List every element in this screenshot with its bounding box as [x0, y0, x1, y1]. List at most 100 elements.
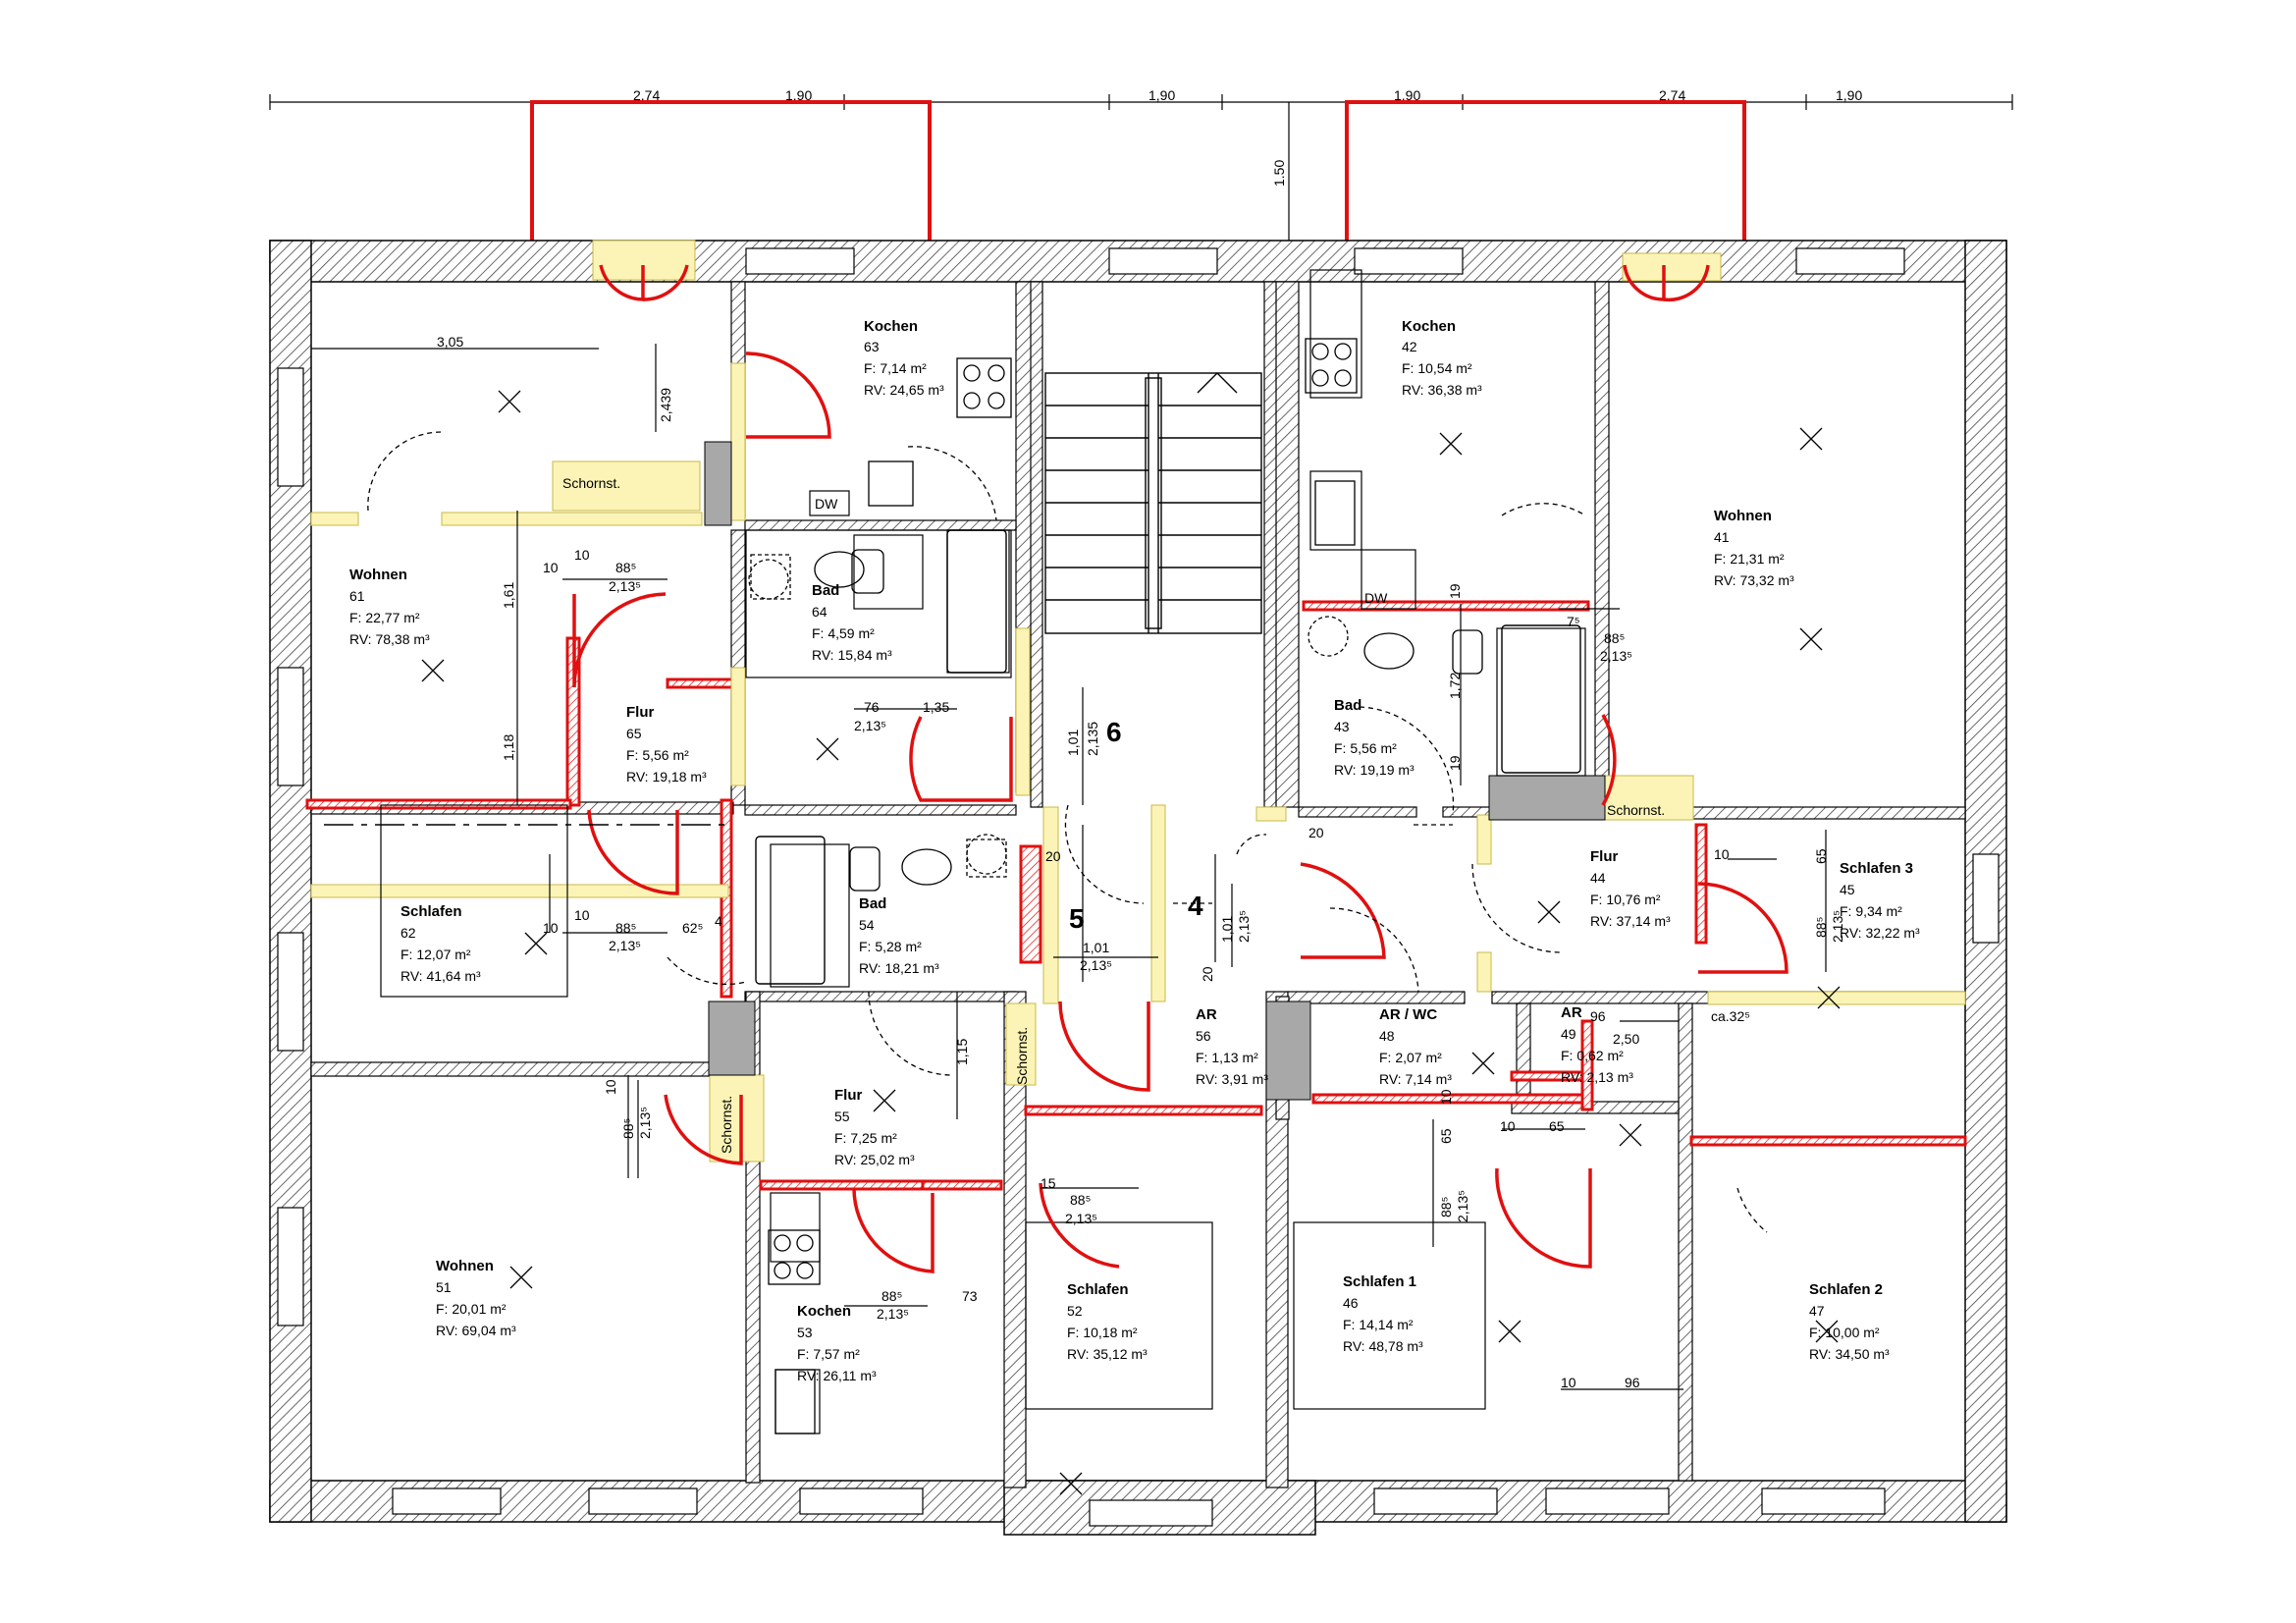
- dim-label: 2,13⁵: [877, 1306, 909, 1322]
- room-area: F: 2,07 m²: [1379, 1050, 1442, 1065]
- dim-top-1: 2,74: [633, 87, 660, 103]
- dim-label: 2,13⁵: [609, 578, 641, 594]
- dim-top-3: 1,90: [1148, 87, 1175, 103]
- room-name: Flur: [1590, 848, 1618, 865]
- stair-number-5: 5: [1069, 903, 1085, 934]
- dim-label: 62⁵: [682, 920, 703, 936]
- room-area: F: 20,01 m²: [436, 1301, 507, 1317]
- room-volume: RV: 48,78 m³: [1343, 1338, 1423, 1354]
- room-name: Kochen: [864, 318, 918, 335]
- room-volume: RV: 69,04 m³: [436, 1323, 516, 1338]
- room-volume: RV: 36,38 m³: [1402, 382, 1482, 398]
- chimney-tag: Schornst.: [1014, 1027, 1030, 1085]
- dimension-lines: [311, 344, 1827, 1390]
- room-number: 53: [797, 1325, 813, 1340]
- dim-label: 2,13⁵: [609, 938, 641, 953]
- dim-label: 88⁵: [1813, 917, 1829, 938]
- balcony-outlines: [530, 100, 1746, 241]
- dim-label: 65: [1813, 848, 1829, 864]
- room-area: F: 10,18 m²: [1067, 1325, 1138, 1340]
- room-name: Flur: [626, 704, 654, 721]
- room-area: F: 21,31 m²: [1714, 551, 1785, 567]
- room-number: 48: [1379, 1028, 1395, 1044]
- dim-top-2: 1,90: [785, 87, 812, 103]
- dim-label: 19: [1447, 755, 1463, 771]
- room-name: Wohnen: [436, 1258, 494, 1274]
- dim-label: 88⁵: [615, 920, 636, 936]
- dim-label: 7⁵: [1567, 614, 1580, 629]
- room-number: 45: [1840, 882, 1855, 897]
- room-number: 56: [1196, 1028, 1211, 1044]
- room-area: F: 7,25 m²: [834, 1130, 897, 1146]
- dim-label: 20: [1045, 848, 1061, 864]
- room-volume: RV: 41,64 m³: [400, 968, 481, 984]
- room-name: Kochen: [1402, 318, 1456, 335]
- dim-label: 1,01: [1219, 916, 1235, 943]
- room-volume: RV: 34,50 m³: [1809, 1346, 1890, 1362]
- room-area: F: 10,76 m²: [1590, 892, 1661, 907]
- room-volume: RV: 2,13 m³: [1561, 1069, 1633, 1085]
- room-name: AR / WC: [1379, 1006, 1437, 1023]
- dim-label: 73: [962, 1288, 978, 1304]
- dishwasher-tag: DW: [815, 496, 838, 512]
- dim-label: 20: [1308, 825, 1324, 840]
- dim-label: 1,61: [501, 582, 516, 609]
- room-area: F: 7,57 m²: [797, 1346, 860, 1362]
- room-area: F: 5,28 m²: [859, 939, 922, 954]
- dim-label: 19: [1447, 583, 1463, 599]
- chimney-tag: Schornst.: [562, 475, 620, 491]
- dim-top-6: 1,90: [1836, 87, 1862, 103]
- room-name: Kochen: [797, 1303, 851, 1320]
- room-number: 65: [626, 726, 642, 741]
- dishwashers: [809, 490, 1416, 610]
- room-volume: RV: 15,84 m³: [812, 647, 892, 663]
- stair-number-4: 4: [1188, 891, 1203, 921]
- dim-label: 2,13⁵: [1236, 910, 1252, 943]
- dim-label: 1,72: [1447, 673, 1463, 699]
- dimension-labels: 3,05 1,61 1,18 2,439 10 10 88⁵ 2,13⁵ 76 …: [437, 334, 1845, 1390]
- dim-label: 1,01: [1083, 940, 1109, 955]
- room-name: AR: [1561, 1004, 1582, 1021]
- room-area: F: 10,54 m²: [1402, 360, 1472, 376]
- windows: [277, 247, 2000, 1527]
- room-name: AR: [1196, 1006, 1217, 1023]
- dim-label: 2,13⁵: [1600, 648, 1632, 664]
- dim-label: 2,13⁵: [1455, 1190, 1470, 1222]
- dim-label: 2,13⁵: [1080, 957, 1112, 973]
- dim-balcony-depth: 1.50: [1271, 160, 1287, 187]
- dim-label: 10: [543, 920, 559, 936]
- room-volume: RV: 7,14 m³: [1379, 1071, 1452, 1087]
- room-area: F: 9,34 m²: [1840, 903, 1902, 919]
- room-area: F: 22,77 m²: [349, 610, 420, 625]
- doors: [572, 264, 1789, 1273]
- room-volume: RV: 78,38 m³: [349, 631, 430, 647]
- bathtubs: [755, 529, 1581, 985]
- room-name: Bad: [812, 582, 839, 599]
- dim-label: 2,135: [1085, 722, 1100, 756]
- room-number: 54: [859, 917, 875, 933]
- room-volume: RV: 32,22 m³: [1840, 925, 1920, 941]
- dim-label: 88⁵: [615, 560, 636, 575]
- dim-label: 96: [1590, 1008, 1606, 1024]
- chimney-tag: Schornst.: [1607, 802, 1665, 818]
- dim-label: 10: [1561, 1375, 1576, 1390]
- dim-label: 1,18: [501, 734, 516, 761]
- room-labels: Kochen 63 F: 7,14 m² RV: 24,65 m³ Wohnen…: [349, 318, 1920, 1383]
- dim-label: 4: [715, 913, 722, 929]
- room-name: Wohnen: [349, 567, 407, 583]
- room-number: 44: [1590, 870, 1606, 886]
- room-area: F: 1,13 m²: [1196, 1050, 1258, 1065]
- dim-label: 2,13⁵: [637, 1107, 653, 1139]
- room-name: Bad: [859, 895, 886, 912]
- chimney-tag: Schornst.: [719, 1096, 734, 1154]
- room-number: 47: [1809, 1303, 1825, 1319]
- room-number: 62: [400, 925, 416, 941]
- room-volume: RV: 19,19 m³: [1334, 762, 1415, 778]
- dim-label: ca.32⁵: [1711, 1008, 1750, 1024]
- room-name: Schlafen: [1067, 1281, 1129, 1298]
- dim-label: 10: [603, 1079, 618, 1095]
- dim-label: 1,15: [954, 1039, 970, 1065]
- dim-label: 88⁵: [1438, 1197, 1454, 1217]
- dim-label: 2,50: [1613, 1031, 1639, 1047]
